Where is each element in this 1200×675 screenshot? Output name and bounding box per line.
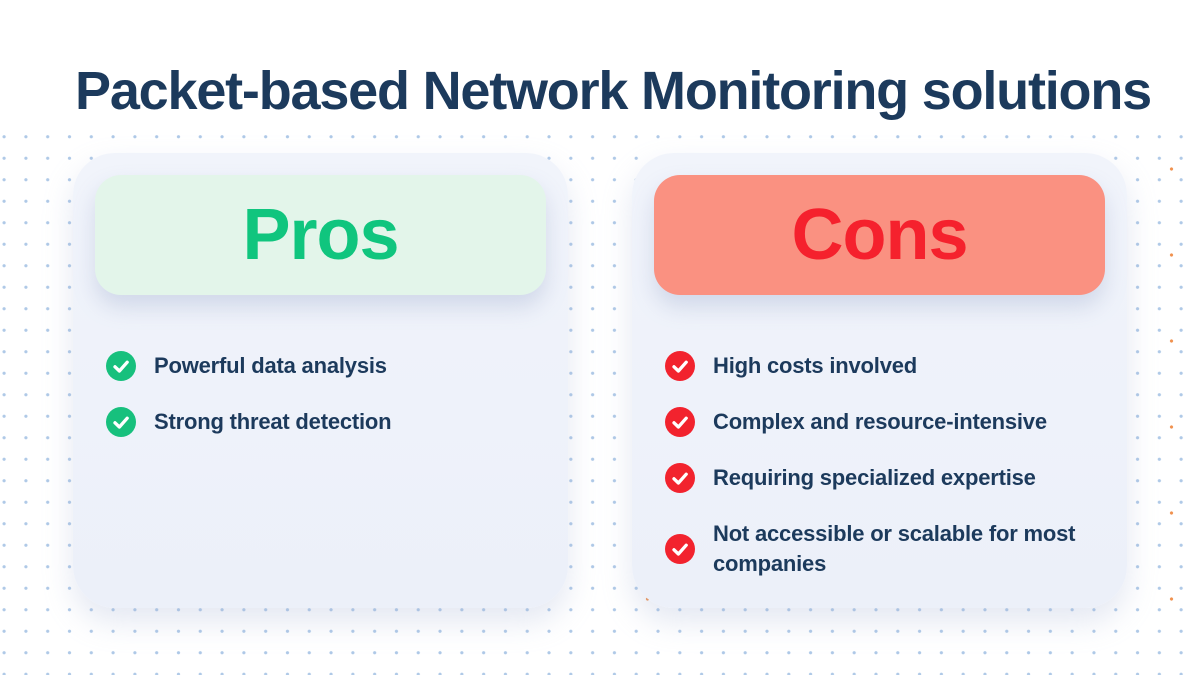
- check-icon: [672, 360, 688, 373]
- list-item: Requiring specialized expertise: [665, 463, 1099, 493]
- list-item-label: Complex and resource-intensive: [713, 409, 1047, 434]
- list-item: Powerful data analysis: [106, 351, 540, 381]
- page-title: Packet-based Network Monitoring solution…: [75, 61, 1152, 121]
- list-item-label: Powerful data analysis: [154, 353, 387, 378]
- pros-item-list: Powerful data analysis Strong threat det…: [106, 351, 540, 437]
- check-badge: [106, 407, 136, 437]
- pros-card-header: Pros: [95, 175, 546, 295]
- list-item-label: High costs involved: [713, 353, 918, 378]
- check-badge: [665, 407, 695, 437]
- list-item-label: Not accessible or scalable for most comp…: [713, 521, 1076, 576]
- pros-card: Pros Powerful data analysis Strong threa…: [73, 153, 568, 608]
- cons-item-list: High costs involved Complex and resource…: [665, 351, 1099, 579]
- check-icon: [113, 416, 129, 429]
- list-item: Not accessible or scalable for most comp…: [665, 519, 1099, 579]
- list-item-label: Strong threat detection: [154, 409, 392, 434]
- cons-card-header-label: Cons: [791, 195, 969, 275]
- list-item: Strong threat detection: [106, 407, 540, 437]
- check-icon: [672, 543, 688, 556]
- check-icon: [672, 472, 688, 485]
- cons-card: Cons High costs involved Complex and res…: [632, 153, 1127, 608]
- check-icon: [672, 416, 688, 429]
- list-item-label: Requiring specialized expertise: [713, 465, 1036, 490]
- check-badge: [665, 351, 695, 381]
- pros-card-header-label: Pros: [242, 195, 399, 275]
- list-item: High costs involved: [665, 351, 1099, 381]
- check-icon: [113, 360, 129, 373]
- check-badge: [665, 463, 695, 493]
- list-item: Complex and resource-intensive: [665, 407, 1099, 437]
- check-badge: [665, 534, 695, 564]
- cons-card-header: Cons: [654, 175, 1105, 295]
- check-badge: [106, 351, 136, 381]
